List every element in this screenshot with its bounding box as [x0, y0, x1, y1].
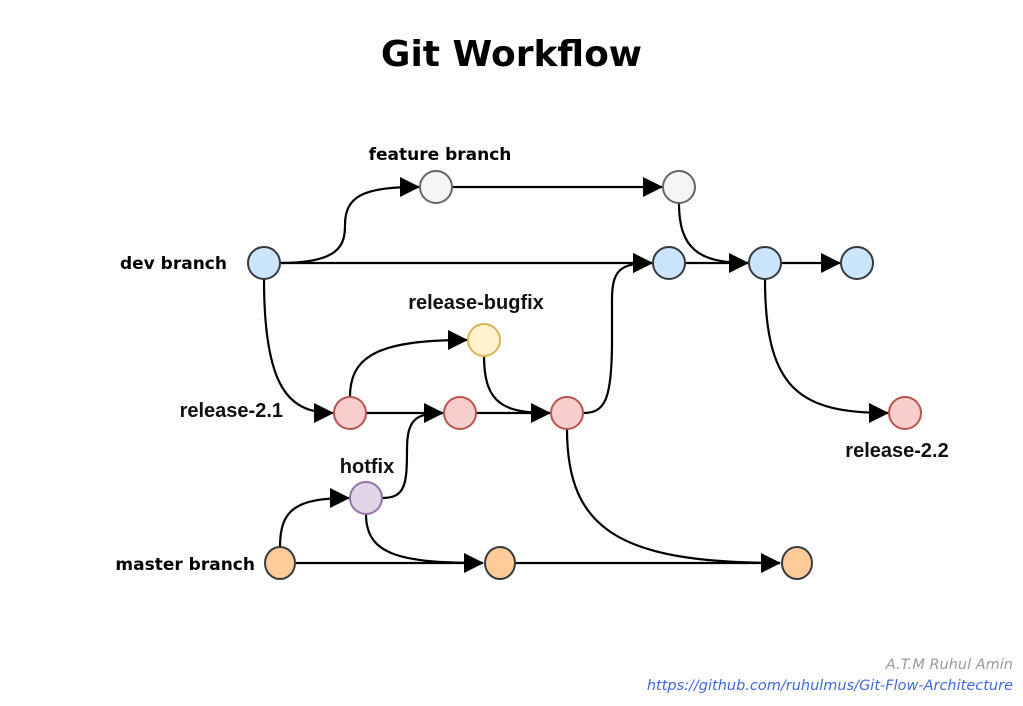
release-bugfix-label: release-bugfix	[408, 292, 544, 314]
dev-commit-node[interactable]	[748, 246, 782, 280]
edge-release-to-dev	[582, 253, 653, 415]
edge-dev-to-release-22	[763, 278, 889, 423]
edge-hotfix-to-master	[364, 513, 484, 573]
release-bugfix-commit-node[interactable]	[467, 323, 501, 357]
hotfix-commit-node[interactable]	[349, 481, 383, 515]
author-credit: A.T.M Ruhul Amin	[885, 657, 1013, 673]
feature-commit-node[interactable]	[662, 170, 696, 204]
edge-feature-to-dev	[677, 202, 749, 273]
release-21-commit-node[interactable]	[333, 396, 367, 430]
dev-commit-node[interactable]	[247, 246, 281, 280]
dev-commit-node[interactable]	[840, 246, 874, 280]
master-commit-node[interactable]	[781, 546, 813, 580]
release-22-commit-node[interactable]	[888, 396, 922, 430]
edge-dev-to-feature	[279, 177, 420, 265]
release-21-label: release-2.1	[180, 400, 283, 422]
hotfix-label: hotfix	[340, 456, 394, 478]
dev-commit-node[interactable]	[652, 246, 686, 280]
edge-hotfix-to-release	[381, 411, 444, 500]
repo-link[interactable]: https://github.com/ruhulmus/Git-Flow-Arc…	[646, 678, 1013, 694]
edge-master-to-hotfix	[278, 488, 350, 548]
edge-dev-to-release-21	[262, 278, 334, 423]
edge-bugfix-to-release	[482, 355, 551, 415]
release-22-label: release-2.2	[845, 440, 948, 462]
master-branch-label: master branch	[115, 555, 255, 575]
release-21-commit-node[interactable]	[550, 396, 584, 430]
release-21-commit-node[interactable]	[443, 396, 477, 430]
diagram-title: Git Workflow	[380, 34, 643, 75]
feature-commit-node[interactable]	[419, 170, 453, 204]
dev-branch-label: dev branch	[120, 254, 227, 274]
edge-release-to-bugfix	[348, 330, 468, 398]
master-commit-node[interactable]	[264, 546, 296, 580]
master-commit-node[interactable]	[484, 546, 516, 580]
feature-branch-label: feature branch	[369, 145, 512, 165]
edge-release-to-master	[565, 428, 781, 565]
